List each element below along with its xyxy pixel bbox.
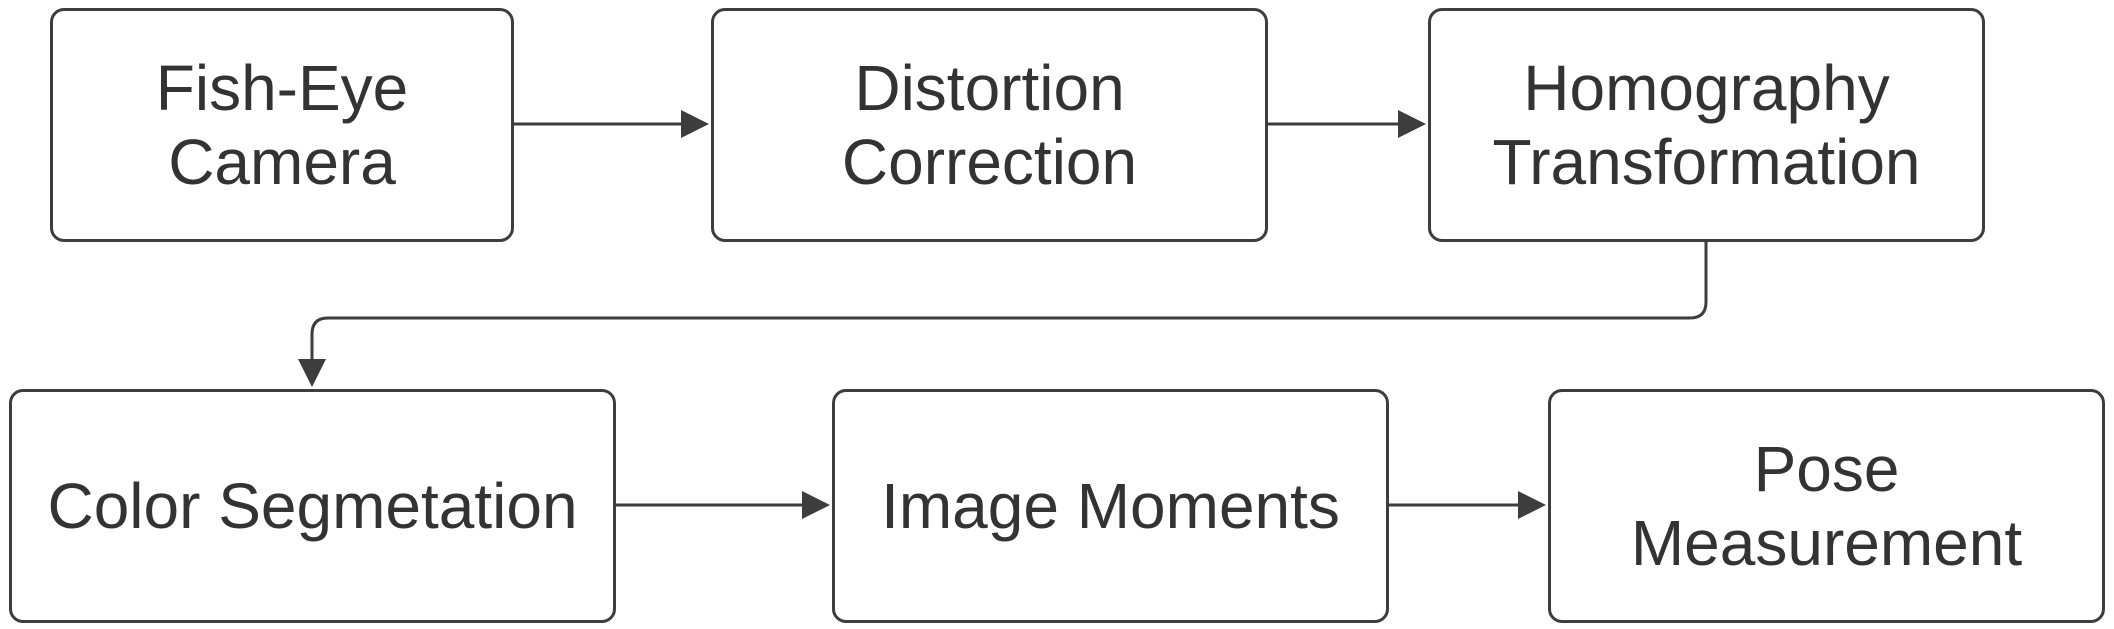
node-pose-measurement: Pose Measurement [1548,389,2105,623]
node-label-homography-transformation: Homography Transformation [1492,52,1921,198]
edge-distortion-to-homography [1268,110,1426,138]
edge-color-segmetation-to-image-moments [616,491,830,519]
node-image-moments: Image Moments [832,389,1389,623]
edge-image-moments-to-pose [1389,491,1546,519]
edge-homography-to-color-segmetation [298,242,1708,387]
node-fish-eye-camera: Fish-Eye Camera [50,8,514,242]
node-label-color-segmetation: Color Segmetation [47,470,578,542]
node-color-segmetation: Color Segmetation [9,389,616,623]
node-label-image-moments: Image Moments [881,470,1340,542]
node-label-pose-measurement: Pose Measurement [1630,433,2023,579]
node-homography-transformation: Homography Transformation [1428,8,1985,242]
node-label-distortion-correction: Distortion Correction [841,52,1138,198]
edge-fish-eye-to-distortion [514,110,709,138]
node-label-fish-eye-camera: Fish-Eye Camera [155,52,409,198]
node-distortion-correction: Distortion Correction [711,8,1268,242]
